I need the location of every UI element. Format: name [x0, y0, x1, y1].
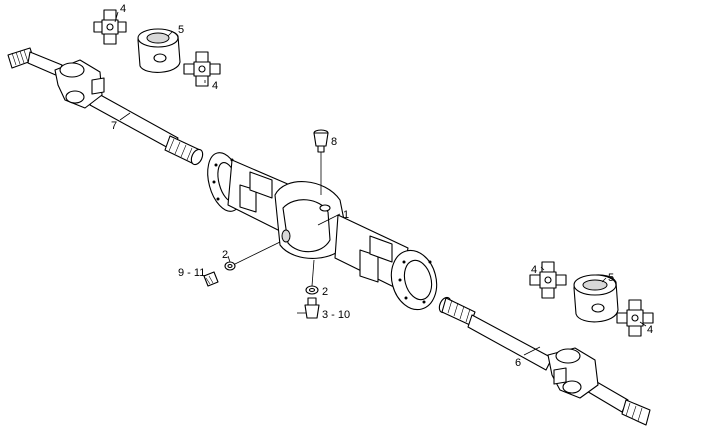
- callout-drain-plug: 3 - 10: [322, 309, 350, 321]
- callout-axle-housing: 1: [343, 209, 349, 221]
- callout-spider-left-bottom: 4: [212, 80, 218, 92]
- right-spider-right: [616, 299, 654, 337]
- callout-filler-plug: 9 - 11: [178, 267, 205, 279]
- left-knuckle-housing: [137, 28, 181, 73]
- right-knuckle-housing: [573, 274, 619, 323]
- right-spider-left: [529, 261, 567, 299]
- leader-lines: [114, 11, 647, 356]
- seal-ring-top: [224, 261, 236, 271]
- breather: [313, 129, 329, 195]
- callout-spider-right-right: 4: [647, 324, 653, 336]
- callout-spider-left-top: 4: [120, 3, 126, 15]
- callout-seal-ring-bottom: 2: [322, 286, 328, 298]
- callout-spider-right-left: 4: [531, 264, 537, 276]
- callout-knuckle-right: 5: [608, 272, 614, 284]
- drain-plug: [304, 297, 320, 319]
- seal-ring-bottom: [305, 285, 319, 295]
- left-spider-bottom: [183, 51, 221, 87]
- axle-housing: [207, 152, 438, 311]
- left-universal-joint: [54, 59, 105, 109]
- callout-breather: 8: [331, 136, 337, 148]
- callout-shaft-left: 7: [111, 120, 117, 132]
- callout-shaft-right: 6: [515, 357, 521, 369]
- callout-seal-ring-top: 2: [222, 249, 228, 261]
- right-universal-joint: [547, 347, 599, 399]
- callout-knuckle-left: 5: [178, 24, 184, 36]
- filler-plug: [203, 271, 219, 287]
- left-spider-top: [93, 9, 127, 45]
